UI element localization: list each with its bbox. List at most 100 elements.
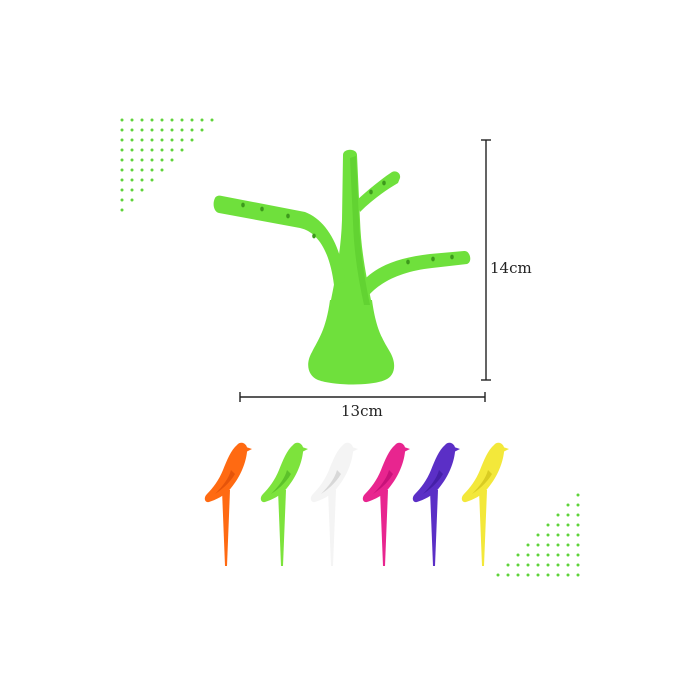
pattern-dot <box>160 168 164 172</box>
pick-bird-wing <box>373 470 393 494</box>
pattern-dot <box>566 513 570 517</box>
pattern-dot <box>526 573 530 577</box>
stand-hole <box>406 259 410 265</box>
pick-bird-body <box>461 442 505 503</box>
pattern-dot <box>536 533 540 537</box>
pattern-dot <box>160 138 164 142</box>
pattern-dot <box>140 128 144 132</box>
pattern-dot <box>130 168 134 172</box>
pattern-dot <box>506 563 510 567</box>
pattern-dot <box>130 198 134 202</box>
bird-picks <box>204 442 509 566</box>
pattern-dot <box>140 178 144 182</box>
pattern-dot <box>576 503 580 507</box>
height-label: 14cm <box>490 259 532 277</box>
pick-bird-wing <box>271 470 291 494</box>
dot-pattern-bottom-right <box>496 493 580 577</box>
bird-pick <box>362 442 410 566</box>
pattern-dot <box>556 533 560 537</box>
stand-hole <box>312 233 316 239</box>
pick-bird-wing <box>321 470 341 494</box>
pattern-dot <box>120 118 124 122</box>
pattern-dot <box>180 118 184 122</box>
pick-bird-beak <box>503 447 509 452</box>
pattern-dot <box>566 553 570 557</box>
pick-bird-wing <box>472 470 492 494</box>
pattern-dot <box>566 503 570 507</box>
stand-hole <box>382 180 386 186</box>
pattern-dot <box>140 158 144 162</box>
pattern-dot <box>526 543 530 547</box>
pattern-dot <box>130 138 134 142</box>
pattern-dot <box>576 523 580 527</box>
pattern-dot <box>546 553 550 557</box>
bird-pick <box>310 442 358 566</box>
pattern-dot <box>150 138 154 142</box>
pattern-dot <box>556 513 560 517</box>
stand-base <box>308 300 395 385</box>
pattern-dot <box>546 573 550 577</box>
pattern-dot <box>150 168 154 172</box>
pattern-dot <box>140 168 144 172</box>
pattern-dot <box>120 208 124 212</box>
pattern-dot <box>160 148 164 152</box>
stand-hole <box>369 189 373 195</box>
pattern-dot <box>516 563 520 567</box>
pattern-dot <box>140 148 144 152</box>
pattern-dot <box>190 138 194 142</box>
pattern-dot <box>120 128 124 132</box>
pattern-dot <box>120 148 124 152</box>
pattern-dot <box>170 128 174 132</box>
pattern-dot <box>556 523 560 527</box>
pick-stick <box>278 490 286 566</box>
pattern-dot <box>210 118 214 122</box>
pattern-dot <box>516 573 520 577</box>
stand-hole <box>260 206 264 212</box>
bird-pick <box>204 442 252 566</box>
pattern-dot <box>536 563 540 567</box>
pattern-dot <box>546 543 550 547</box>
pattern-dot <box>120 158 124 162</box>
pick-stick <box>430 490 438 566</box>
pattern-dot <box>536 553 540 557</box>
stand-hole <box>450 254 454 260</box>
pattern-dot <box>576 513 580 517</box>
pattern-dot <box>506 573 510 577</box>
pattern-dot <box>170 148 174 152</box>
pattern-dot <box>130 158 134 162</box>
dot-pattern-top-left <box>120 118 214 212</box>
pattern-dot <box>180 138 184 142</box>
pattern-dot <box>120 178 124 182</box>
dimension-lines <box>239 139 491 402</box>
pick-bird-body <box>310 442 354 503</box>
stand-branch-right <box>360 250 471 296</box>
pick-stick <box>380 490 388 566</box>
pattern-dot <box>190 118 194 122</box>
pattern-dot <box>120 188 124 192</box>
pattern-dot <box>556 543 560 547</box>
bird-pick <box>461 442 509 566</box>
stand-branch-left <box>213 195 345 285</box>
pattern-dot <box>130 178 134 182</box>
pattern-dot <box>150 158 154 162</box>
pick-bird-beak <box>246 447 252 452</box>
pattern-dot <box>150 128 154 132</box>
width-label: 13cm <box>341 402 383 420</box>
pattern-dot <box>516 553 520 557</box>
pattern-dot <box>576 493 580 497</box>
pick-bird-wing <box>215 470 235 494</box>
pattern-dot <box>566 523 570 527</box>
pattern-dot <box>130 128 134 132</box>
pattern-dot <box>140 188 144 192</box>
pattern-dot <box>160 158 164 162</box>
pick-bird-body <box>412 442 456 503</box>
pick-stick <box>222 490 230 566</box>
pattern-dot <box>556 563 560 567</box>
pattern-dot <box>200 118 204 122</box>
pattern-dot <box>536 543 540 547</box>
pattern-dot <box>170 138 174 142</box>
pattern-dot <box>150 178 154 182</box>
pattern-dot <box>566 563 570 567</box>
pattern-dot <box>556 573 560 577</box>
